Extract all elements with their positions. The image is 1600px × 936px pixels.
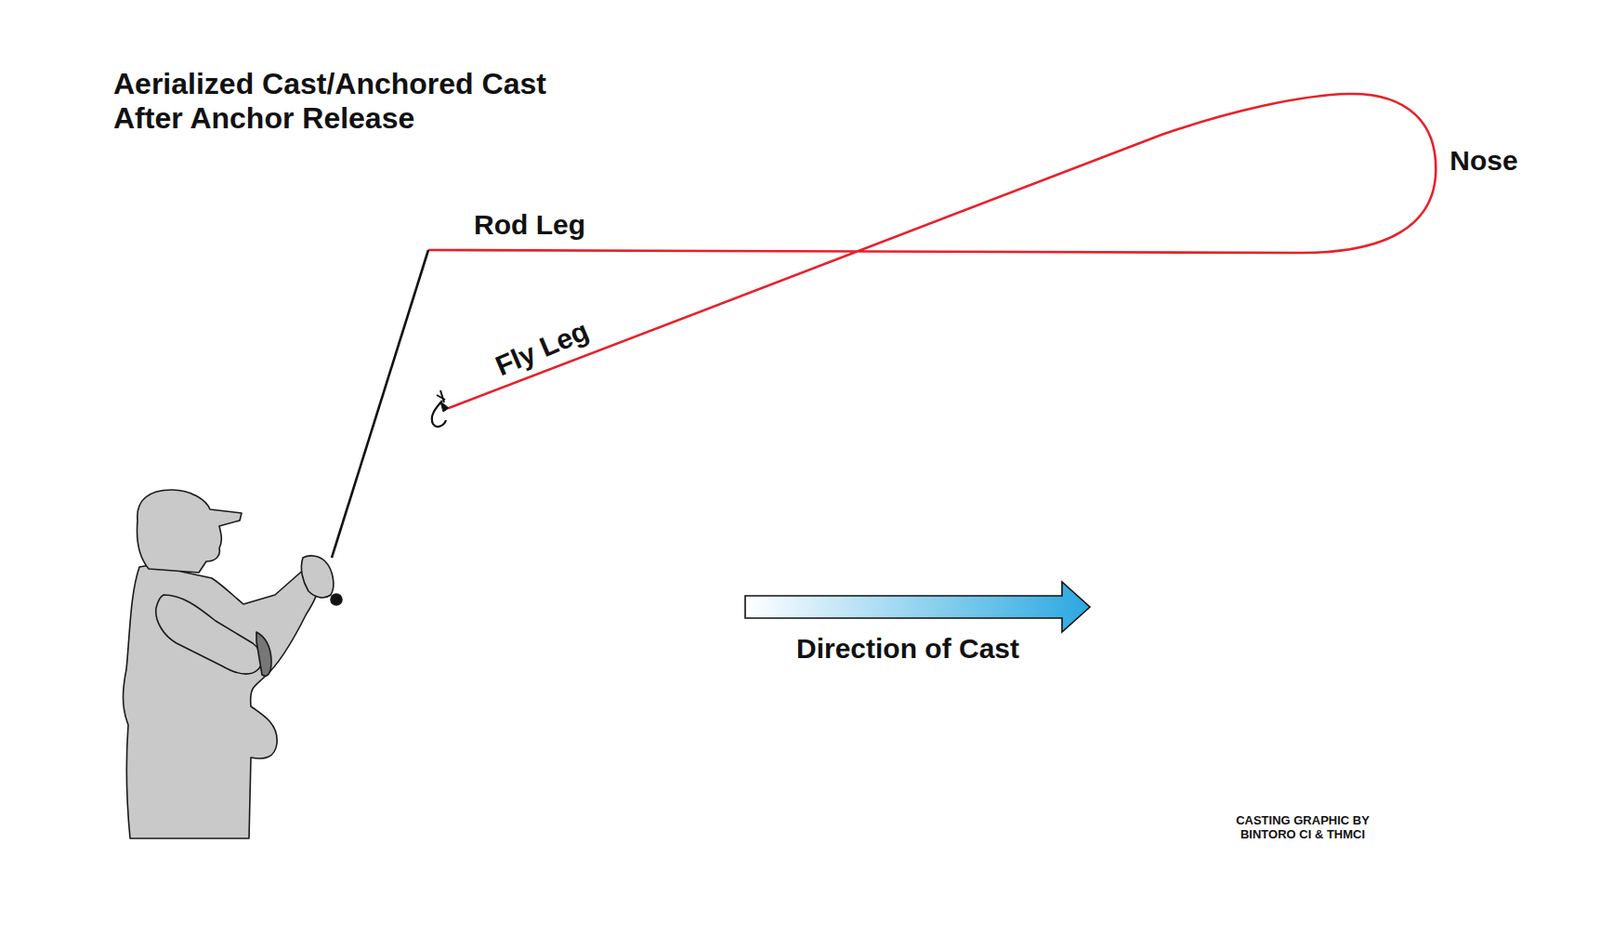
direction-arrow — [745, 581, 1090, 632]
diagram-title: Aerialized Cast/Anchored Cast After Anch… — [113, 66, 616, 136]
angler-silhouette — [123, 489, 343, 839]
fly-icon — [432, 390, 449, 427]
fly-line-loop — [428, 93, 1436, 408]
credit-note: CASTING GRAPHIC BY BINTORO CI & THMCI — [1221, 813, 1385, 842]
arrow-label: Direction of Cast — [796, 632, 1020, 666]
line-part-label: Rod Leg — [473, 209, 586, 242]
fly-rod — [331, 249, 429, 558]
line-part-label: Nose — [1449, 144, 1518, 178]
